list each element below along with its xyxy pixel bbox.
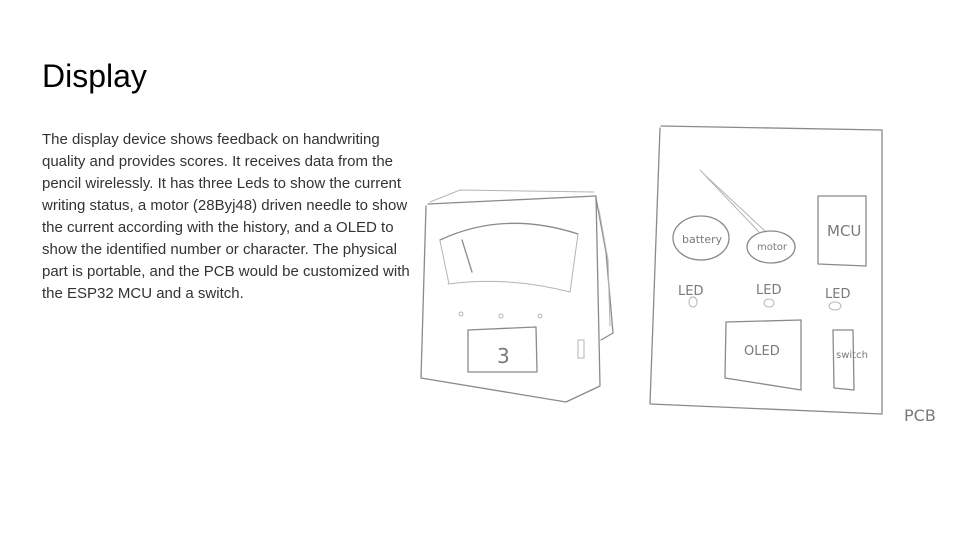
oled-screen-outline [467,326,538,373]
motor-circle [746,230,796,264]
motor-wire-2 [705,175,767,233]
oled-screen-digit: 3 [497,344,510,368]
switch-box [832,329,855,391]
battery-circle [672,215,730,261]
slide-body-text: The display device shows feedback on han… [42,131,410,302]
device-front-outline [420,195,601,403]
gauge-left-edge [439,240,450,285]
slide-title: Display [42,58,147,94]
mcu-box [817,195,867,267]
switch-label: switch [836,350,868,361]
gauge-right-edge [569,233,579,293]
battery-label: battery [682,233,723,246]
gauge-bottom [447,280,571,293]
led-label-3: LED [825,287,850,302]
status-led-3 [537,313,543,319]
status-led-1 [458,311,464,317]
led-3-icon [828,301,842,311]
motor-label: motor [757,242,788,253]
pcb-sketch: battery motor MCU LED LED LED OLED switc… [649,125,936,425]
status-led-2 [498,313,504,319]
device-side-panel [595,197,614,341]
pcb-label: PCB [904,406,936,425]
oled-label: OLED [744,344,780,359]
led-label-1: LED [678,284,703,299]
pcb-board-outline [649,125,883,415]
mcu-label: MCU [827,222,861,240]
led-2-icon [763,298,775,308]
device-side-panel-inner [598,209,611,327]
oled-box [724,319,802,391]
led-label-2: LED [756,283,781,298]
device-top-edge [429,189,595,203]
led-1-icon [688,296,698,308]
gauge-arc [439,222,579,241]
device-switch [577,339,585,359]
device-sketch: 3 [420,189,614,403]
motor-wire [699,169,760,233]
gauge-needle [461,239,473,273]
